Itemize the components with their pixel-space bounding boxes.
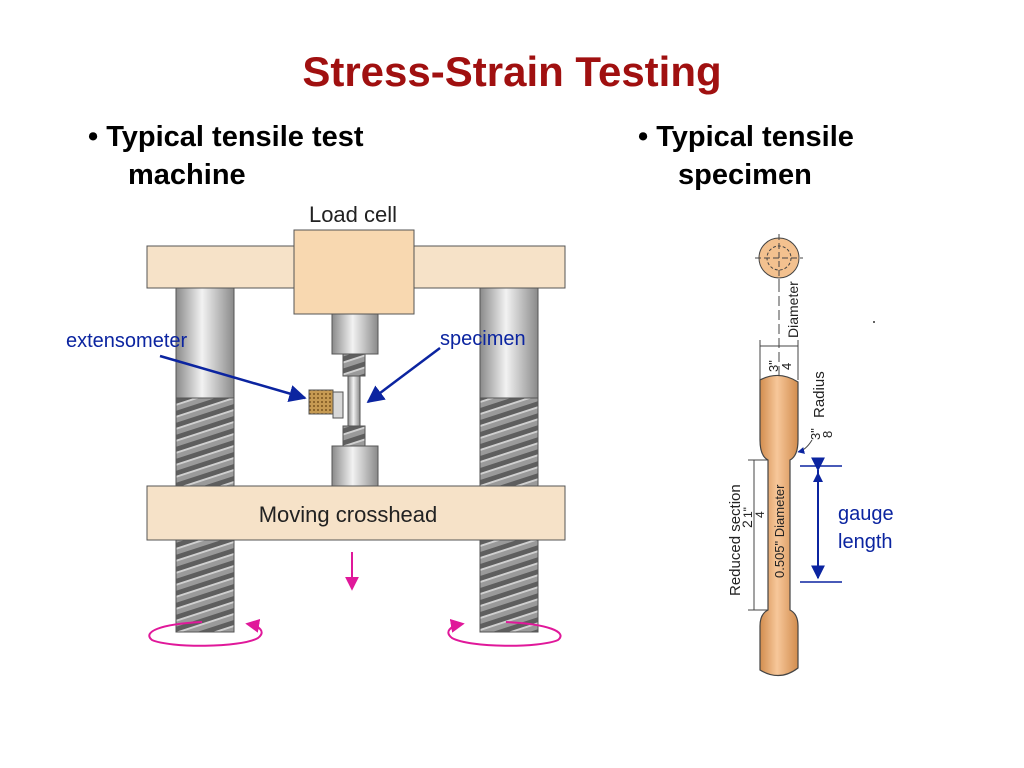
rotation-left-icon <box>148 618 263 647</box>
upper-grip <box>331 313 379 355</box>
specimen-lower-thread <box>342 425 366 447</box>
gauge-label-line2: length <box>838 531 893 553</box>
crosshead-label: Moving crosshead <box>259 502 438 527</box>
bullet-specimen-line2: specimen <box>678 159 812 191</box>
reduced-length-den: 4 <box>753 511 767 518</box>
right-lead-screw-lower <box>479 539 539 633</box>
extensometer <box>308 389 334 415</box>
gauge-length-callout: gauge length <box>838 500 894 556</box>
rotation-right-icon <box>447 618 562 647</box>
reduced-section-label: Reduced section <box>727 484 744 596</box>
specimen-upper-thread <box>342 353 366 377</box>
specimen-callout: specimen <box>440 328 526 350</box>
load-cell <box>293 229 415 315</box>
moving-crosshead <box>146 485 566 541</box>
lower-grip <box>331 445 379 487</box>
top-diameter-den: 4 <box>779 363 794 370</box>
machine-specimen <box>347 375 361 427</box>
left-column <box>175 287 235 399</box>
radius-num: 3" <box>808 428 823 440</box>
bullet-specimen: • Typical tensile specimen <box>638 118 854 194</box>
bullet-machine: • Typical tensile test machine <box>88 118 364 194</box>
gauge-label-line1: gauge <box>838 503 894 525</box>
bullet-specimen-line1: • Typical tensile <box>638 121 854 153</box>
slide-title: Stress-Strain Testing <box>302 48 722 95</box>
left-lead-screw <box>175 397 235 487</box>
reduced-length-whole: 2 <box>739 520 755 528</box>
top-diameter-num: 3" <box>766 360 781 372</box>
right-lead-screw <box>479 397 539 487</box>
reduced-length-frac: 1" <box>741 507 755 518</box>
extensometer-arrow <box>159 354 307 403</box>
bullet-machine-line2: machine <box>128 159 246 191</box>
bullet-machine-line1: • Typical tensile test <box>88 121 364 153</box>
right-column <box>479 287 539 399</box>
svg-text:3": 3" <box>766 360 781 372</box>
left-lead-screw-lower <box>175 539 235 633</box>
extensometer-clip <box>332 391 344 419</box>
extensometer-callout: extensometer <box>66 330 188 352</box>
radius-den: 8 <box>820 431 835 438</box>
radius-label: Radius <box>811 371 828 418</box>
load-cell-label: Load cell <box>309 202 397 227</box>
specimen-arrow <box>366 347 441 404</box>
top-diameter-label: Diameter <box>785 281 801 338</box>
gauge-diameter-label: 0.505" Diameter <box>772 484 787 578</box>
